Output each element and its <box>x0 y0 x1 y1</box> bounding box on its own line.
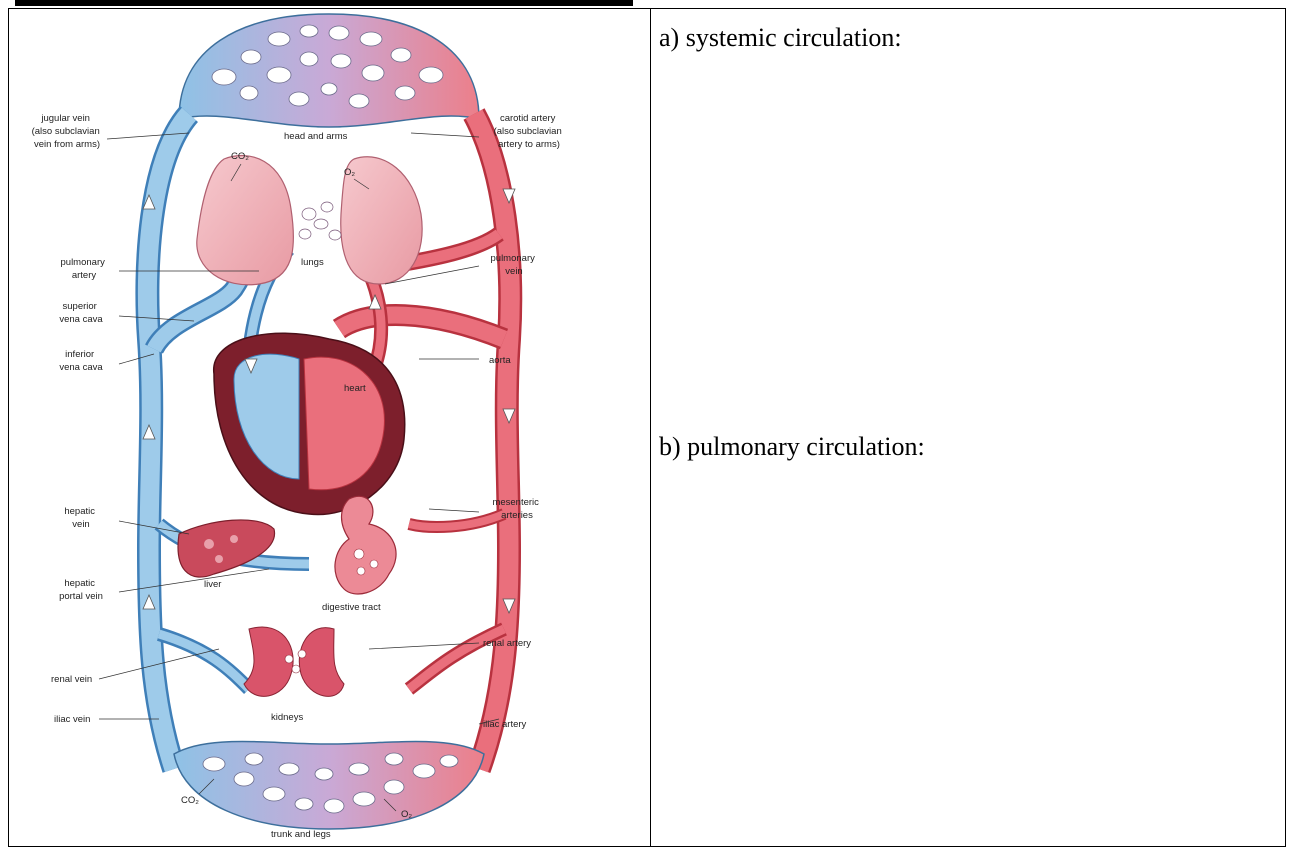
label-superior-vena-cava: superior vena cava <box>59 301 103 325</box>
label-kidneys: kidneys <box>271 712 303 723</box>
header-underline-bar <box>15 0 633 6</box>
label-jugular-vein: jugular vein (also subclavian vein from … <box>32 113 103 150</box>
label-digestive-tract: digestive tract <box>322 602 381 613</box>
circulatory-system-diagram: jugular vein (also subclavian vein from … <box>9 9 649 847</box>
label-inferior-vena-cava: inferior vena cava <box>59 349 103 373</box>
prompt-pulmonary-circulation: b) pulmonary circulation: <box>659 432 925 462</box>
label-aorta: aorta <box>489 355 511 366</box>
label-pulmonary-artery: pulmonary artery <box>61 257 108 281</box>
label-iliac-artery: iliac artery <box>483 719 527 730</box>
label-iliac-vein: iliac vein <box>54 714 90 725</box>
label-co2-top: CO₂ <box>231 151 249 162</box>
label-carotid-artery: carotid artery (also subclavian artery t… <box>494 113 565 150</box>
label-trunk-and-legs: trunk and legs <box>271 829 331 840</box>
answer-cell: a) systemic circulation: b) pulmonary ci… <box>651 9 1286 847</box>
label-renal-vein: renal vein <box>51 674 92 685</box>
label-renal-artery: renal artery <box>483 638 531 649</box>
label-hepatic-portal-vein: hepatic portal vein <box>59 578 103 602</box>
label-liver: liver <box>204 579 221 590</box>
digestive-tract <box>335 496 396 594</box>
label-lungs: lungs <box>301 257 324 268</box>
trunk-legs-capillary-network <box>174 742 484 830</box>
label-o2-bottom: O₂ <box>401 809 412 820</box>
label-head-and-arms: head and arms <box>284 131 348 142</box>
label-hepatic-vein: hepatic vein <box>64 506 97 530</box>
diagram-cell: jugular vein (also subclavian vein from … <box>9 9 651 847</box>
label-o2-top: O₂ <box>344 167 355 178</box>
head-capillary-network <box>179 14 479 127</box>
label-heart: heart <box>344 383 366 394</box>
kidneys <box>244 627 344 696</box>
prompt-systemic-circulation: a) systemic circulation: <box>659 23 902 53</box>
heart <box>214 333 405 514</box>
worksheet-table: jugular vein (also subclavian vein from … <box>8 8 1286 847</box>
label-co2-bottom: CO₂ <box>181 795 199 806</box>
